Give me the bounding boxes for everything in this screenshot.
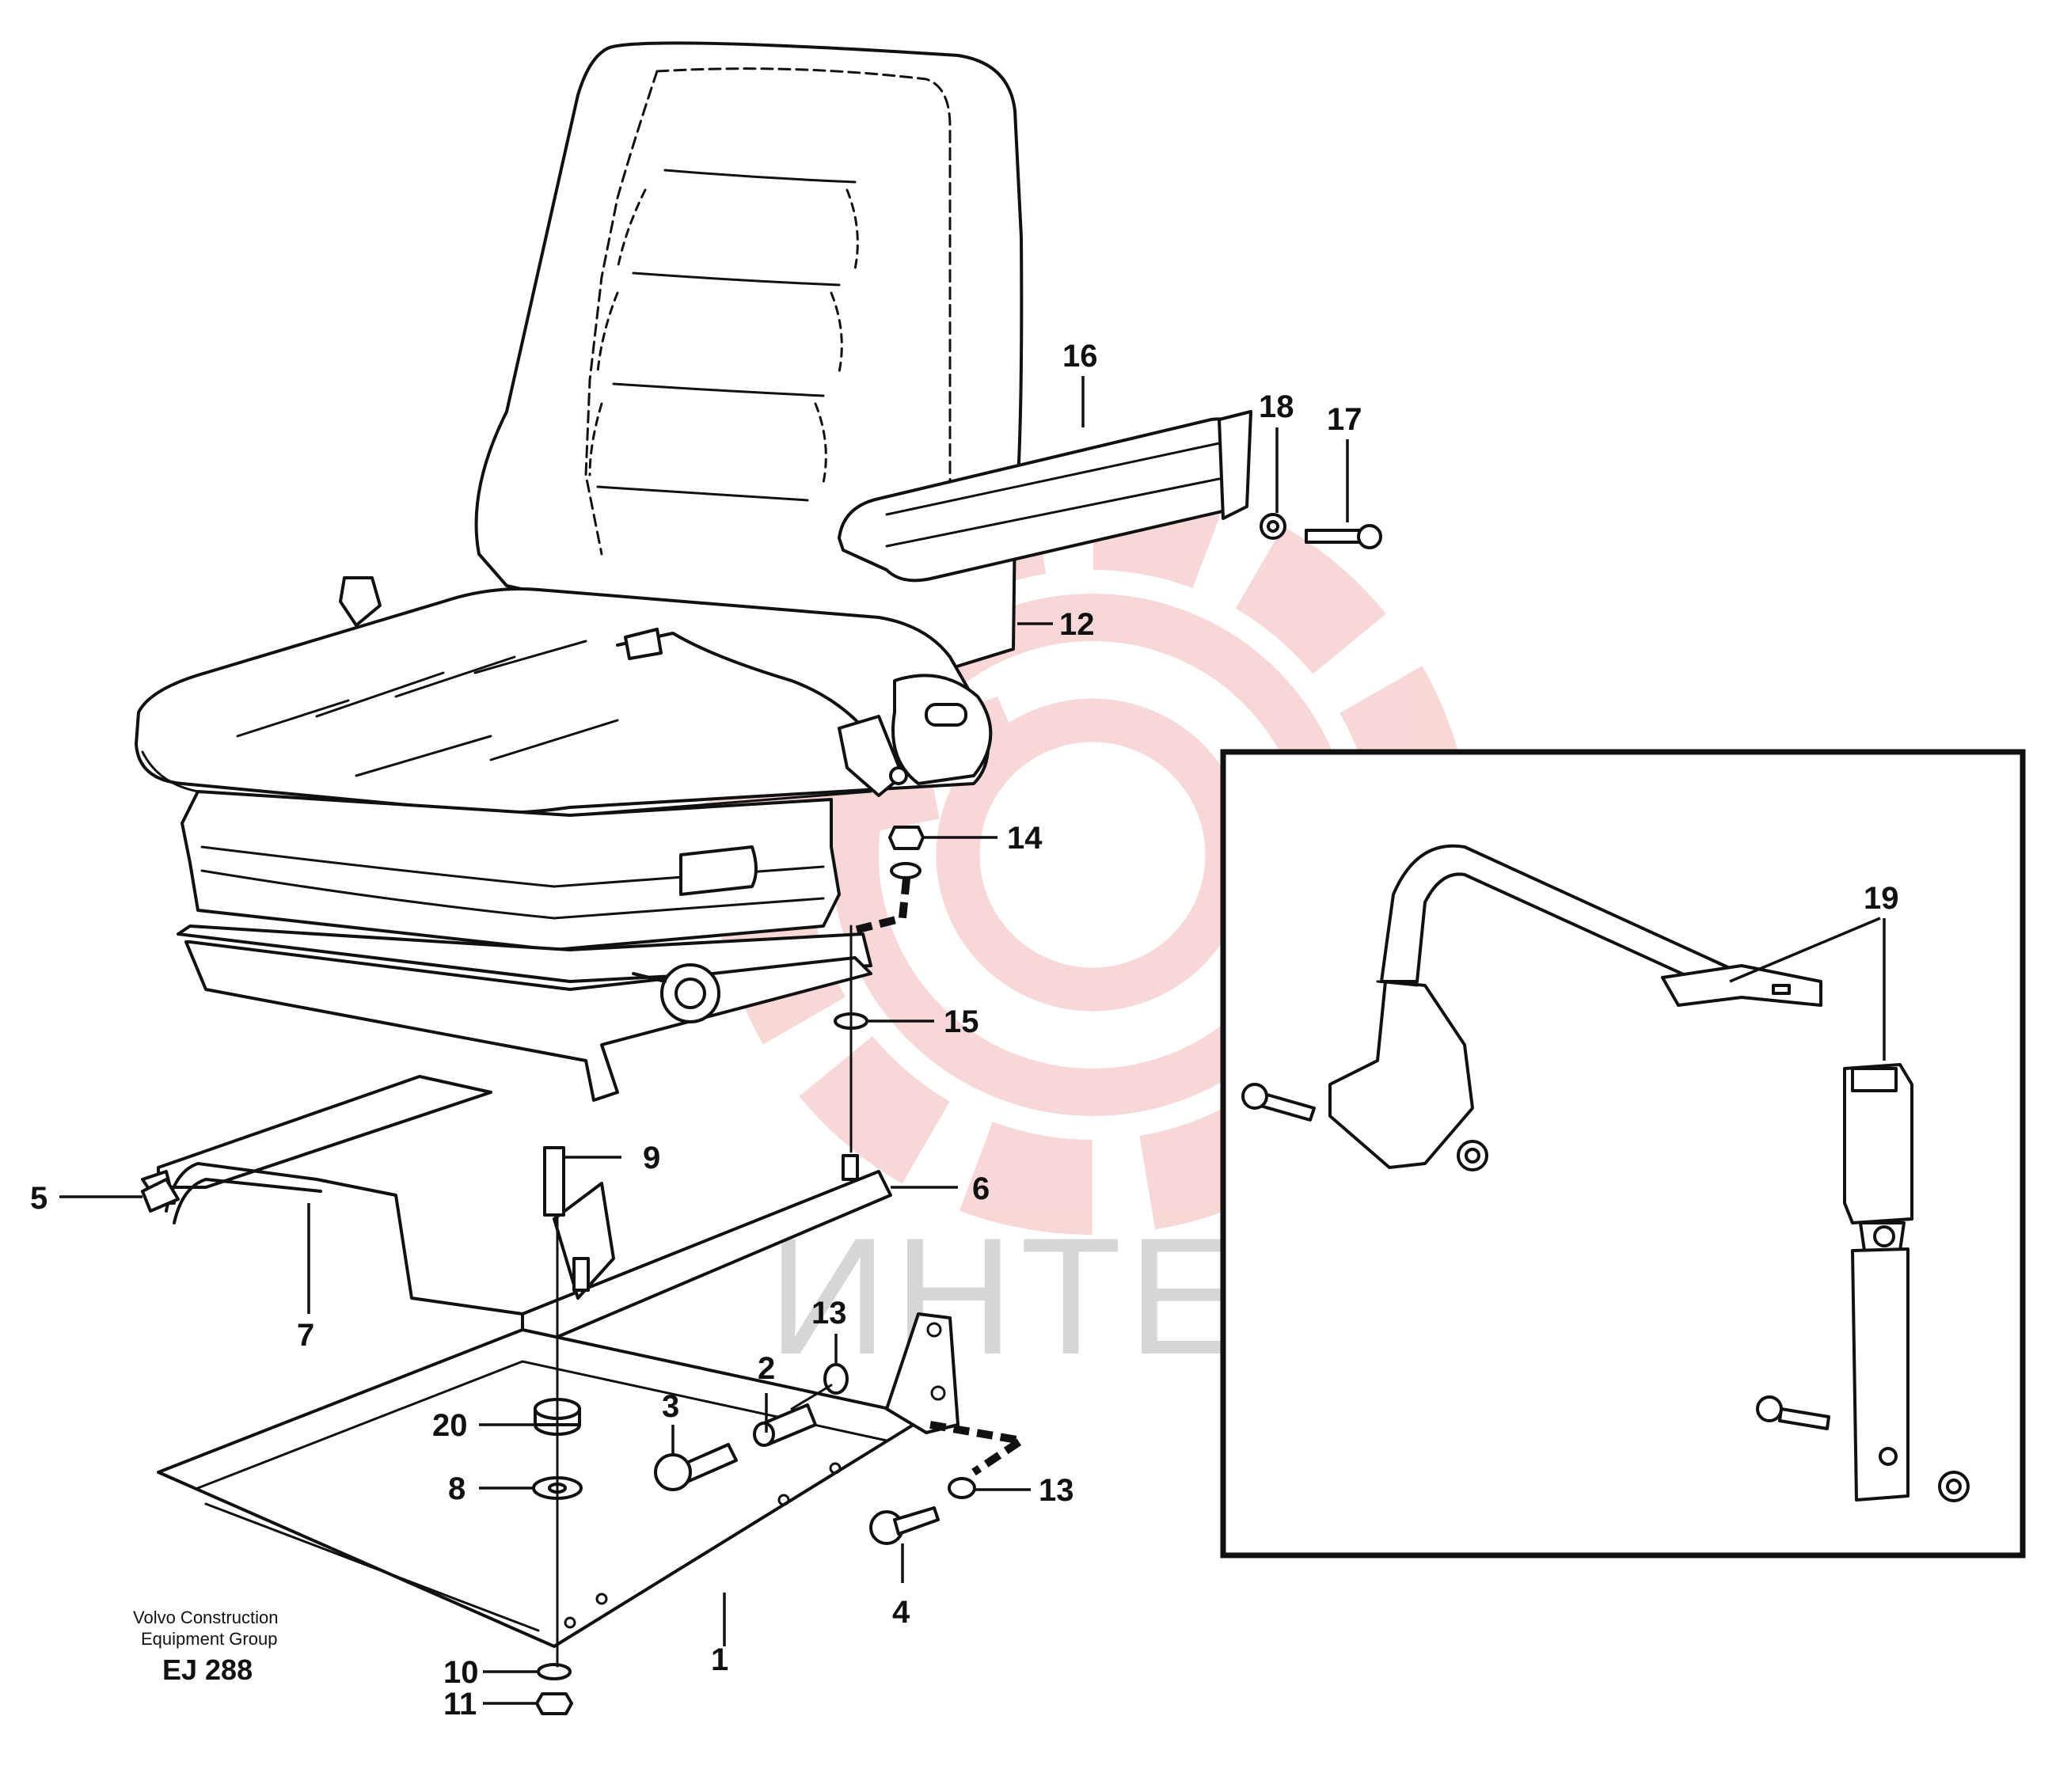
callout-13-upper: 13 [811,1296,847,1331]
seat-suspension [177,790,872,1102]
callout-labels: 1 2 3 4 5 6 7 8 9 10 11 12 13 13 14 15 1… [30,339,1899,1722]
callout-6: 6 [972,1171,990,1206]
callout-12: 12 [1059,607,1095,642]
callout-4: 4 [892,1595,910,1630]
caption-line-1: Volvo Construction [133,1608,278,1627]
callout-2: 2 [758,1351,775,1386]
callout-3: 3 [662,1389,679,1424]
armrest [838,410,1252,583]
callout-1: 1 [711,1642,728,1677]
callout-20: 20 [432,1408,468,1443]
drawing-code: EJ 288 [162,1653,253,1686]
callout-8: 8 [448,1471,466,1506]
callout-5: 5 [30,1181,48,1216]
callout-14: 14 [1007,821,1043,856]
hardware-parts [141,513,1382,1715]
seat-backrest [474,41,1024,682]
callout-15: 15 [944,1004,979,1039]
callout-10: 10 [443,1655,479,1690]
caption-line-2: Equipment Group [141,1629,277,1649]
callout-16: 16 [1062,339,1098,374]
leader-lines [59,376,1886,1705]
callout-18: 18 [1259,389,1294,424]
seat-belt-inset [1220,749,2026,1559]
assembly-guide-lines [556,878,1032,1668]
callout-9: 9 [643,1141,660,1175]
drawing-caption: Volvo Construction Equipment Group EJ 28… [133,1608,278,1686]
callout-11: 11 [443,1687,477,1722]
callout-13-lower: 13 [1039,1473,1074,1508]
callout-7: 7 [297,1318,314,1353]
seat-belt-on-seat [616,628,993,797]
callout-19: 19 [1864,881,1899,916]
callout-17: 17 [1327,402,1362,437]
